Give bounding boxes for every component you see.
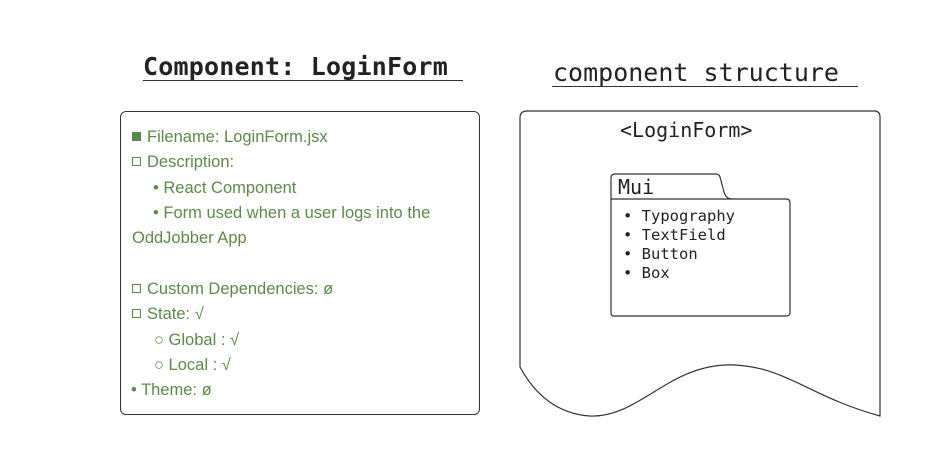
component-info-card — [120, 111, 480, 415]
theme-line: • Theme: ø — [131, 381, 212, 399]
filename-text: Filename: LoginForm.jsx — [147, 128, 328, 146]
state-local-line: ○ Local : √ — [154, 356, 231, 374]
filled-square-icon — [132, 132, 141, 141]
state-global-line: ○ Global : √ — [154, 331, 240, 349]
description-bullet-1: • React Component — [153, 179, 297, 197]
custom-dependencies-line: Custom Dependencies: ø — [132, 279, 333, 299]
folder-item-textfield: • TextField — [623, 226, 726, 244]
state-line: State: √ — [132, 304, 204, 324]
description-line: Description: — [132, 152, 234, 172]
folder-item-box: • Box — [623, 264, 670, 282]
hollow-square-icon — [132, 284, 141, 293]
folder-item-typography: • Typography — [623, 207, 735, 225]
description-bullet-2: • Form used when a user logs into the — [153, 204, 431, 222]
document-heading: <LoginForm> — [620, 118, 753, 142]
custom-dependencies-text: Custom Dependencies: ø — [147, 280, 334, 298]
filename-line: Filename: LoginForm.jsx — [132, 127, 328, 147]
folder-label: Mui — [618, 175, 655, 199]
description-bullet-2-continued: OddJobber App — [132, 229, 247, 247]
left-title-underline — [143, 80, 463, 81]
folder-shape — [610, 173, 791, 317]
hollow-square-icon — [132, 309, 141, 318]
left-panel-title: Component: LoginForm — [143, 52, 449, 81]
right-panel-title: component structure — [553, 58, 839, 87]
right-title-underline — [552, 86, 858, 87]
description-text: Description: — [147, 153, 235, 171]
hollow-square-icon — [132, 157, 141, 166]
folder-item-button: • Button — [623, 245, 698, 263]
state-text: State: √ — [147, 305, 204, 323]
